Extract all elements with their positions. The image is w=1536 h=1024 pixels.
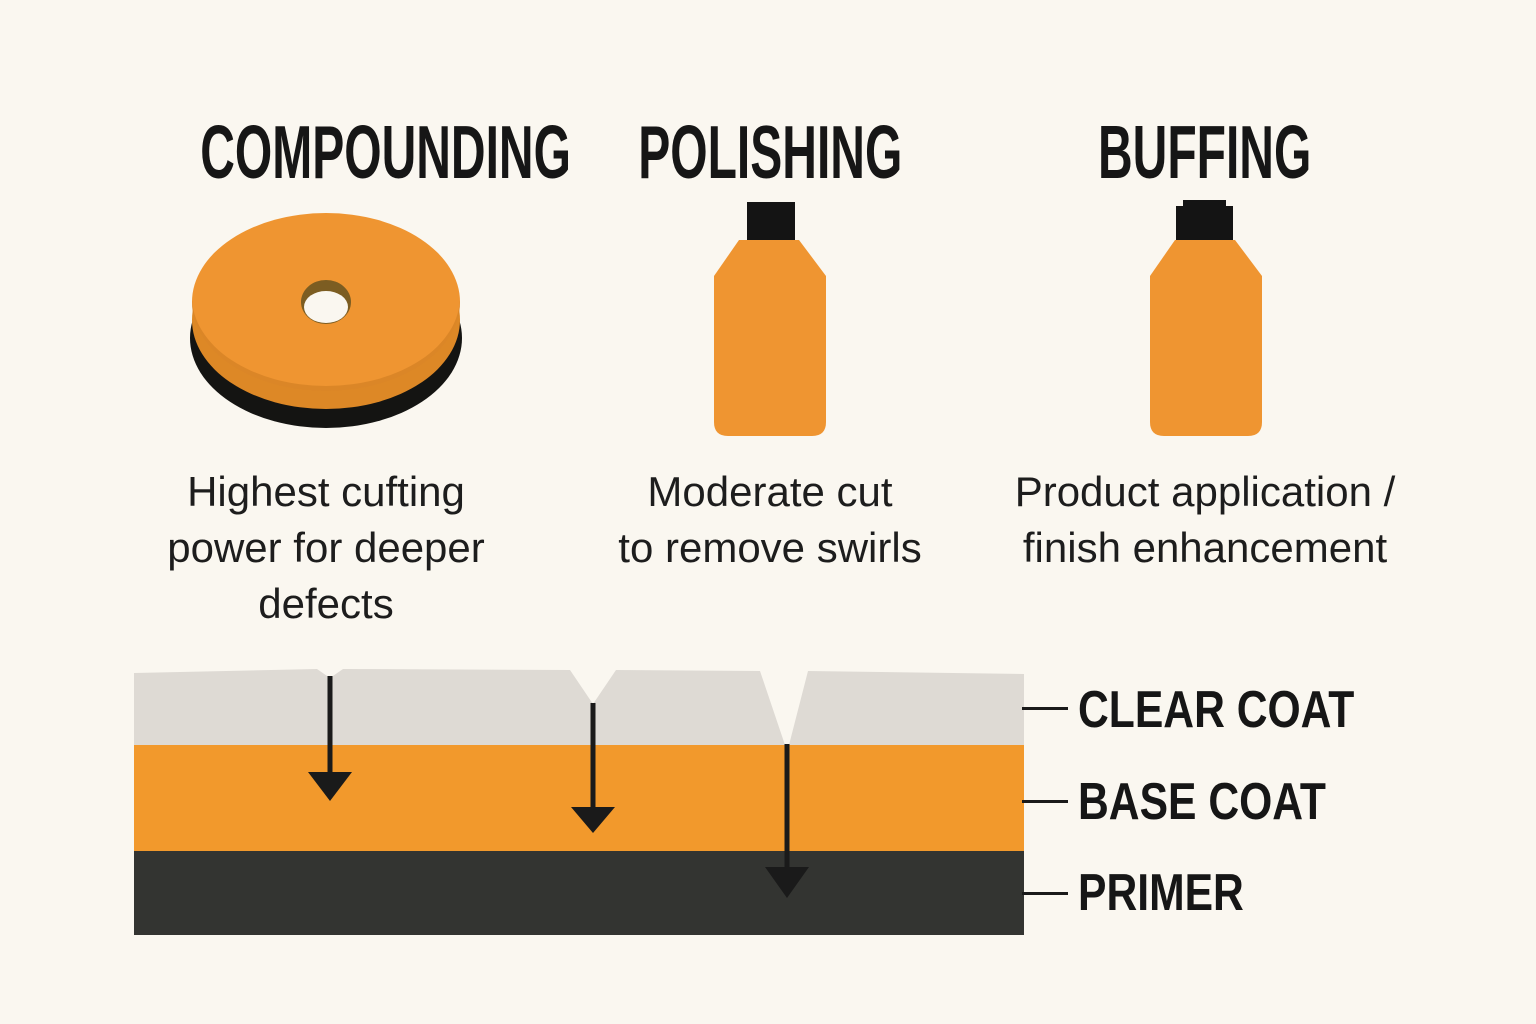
compounding-title-text: COMPOUNDING bbox=[200, 110, 571, 194]
base-coat-layer bbox=[134, 745, 1024, 851]
polish-bottle-cap bbox=[747, 202, 795, 244]
primer-leader-line bbox=[1022, 892, 1068, 895]
base-coat-label-text: BASE COAT bbox=[1078, 773, 1326, 831]
compounding-depth-arrow bbox=[308, 676, 352, 801]
polishing-title-text: POLISHING bbox=[637, 110, 903, 194]
buffing-desc-line1: Product application / bbox=[1014, 468, 1396, 515]
paint-layer-diagram bbox=[134, 669, 1024, 935]
base-coat-leader-line bbox=[1022, 800, 1068, 803]
buffing-desc-line2: finish enhancement bbox=[1022, 524, 1388, 571]
polishing-desc-line1: Moderate cut bbox=[647, 468, 893, 515]
clear-coat-label-text: CLEAR COAT bbox=[1078, 681, 1355, 739]
compounding-desc-line3: defects bbox=[258, 580, 394, 627]
compounding-title: COMPOUNDING bbox=[96, 112, 571, 192]
clear-coat-label: CLEAR COAT bbox=[1078, 682, 1415, 738]
polishing-desc-line2: to remove swirls bbox=[618, 524, 922, 571]
compounding-description: Highest cufting power for deeper defects bbox=[96, 464, 556, 632]
compounding-desc-line1: Highest cufting bbox=[187, 468, 465, 515]
clear-coat-leader-line bbox=[1022, 707, 1068, 710]
primer-layer bbox=[134, 851, 1024, 935]
buffing-bottle-body bbox=[1150, 240, 1262, 436]
primer-label-text: PRIMER bbox=[1078, 864, 1244, 922]
pad-center-hole bbox=[304, 291, 348, 323]
clear-coat-layer bbox=[134, 669, 1024, 745]
buffing-description: Product application / finish enhancement bbox=[980, 464, 1430, 576]
buffing-bottle-cap-lip bbox=[1183, 200, 1226, 209]
compounding-desc-line2: power for deeper bbox=[167, 524, 485, 571]
polishing-description: Moderate cut to remove swirls bbox=[545, 464, 995, 576]
polishing-depth-arrow bbox=[571, 703, 615, 833]
base-coat-label: BASE COAT bbox=[1078, 774, 1380, 830]
buffing-title: BUFFING bbox=[980, 112, 1430, 192]
primer-label: PRIMER bbox=[1078, 865, 1280, 921]
buffing-depth-arrow bbox=[765, 744, 809, 898]
buffing-title-text: BUFFING bbox=[1098, 110, 1312, 194]
polish-bottle-body bbox=[714, 240, 826, 436]
polishing-title: POLISHING bbox=[545, 112, 995, 192]
buffing-bottle-cap bbox=[1176, 206, 1233, 243]
